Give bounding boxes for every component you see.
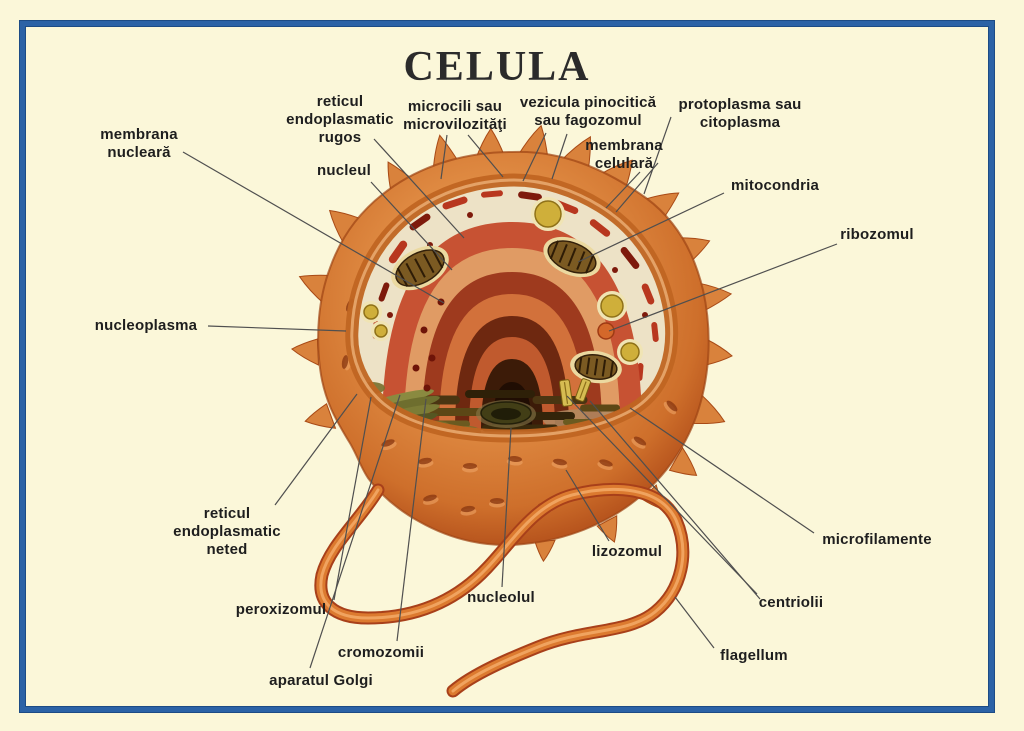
dimple xyxy=(553,458,567,466)
label-reticul-endoplasmatic-rugos: reticul endoplasmatic rugos xyxy=(286,93,394,146)
flagellum-tail xyxy=(314,482,690,698)
dimple xyxy=(490,498,504,504)
label-aparatul-golgi: aparatul Golgi xyxy=(269,672,373,689)
microvillus-spike xyxy=(290,338,319,366)
yellow-vesicle-icon xyxy=(374,324,388,338)
dimple xyxy=(508,455,522,463)
leader-line-mitocondria xyxy=(577,192,725,263)
label-microcili: microcili sau microvilozităţi xyxy=(403,98,507,133)
microvillus-spike xyxy=(304,403,337,429)
label-cromozomii: cromozomii xyxy=(337,644,425,661)
leader-line-nucleul xyxy=(370,181,453,271)
microvillus-spike xyxy=(705,338,733,366)
chromosome-spot xyxy=(412,364,420,372)
leader-line-centriolii xyxy=(589,400,761,600)
label-protoplasma-citoplasma: protoplasma sau citoplasma xyxy=(678,96,802,131)
cutaway-face xyxy=(345,173,679,443)
centriole-icon xyxy=(575,378,591,402)
label-nucleoplasma: nucleoplasma xyxy=(94,317,198,334)
centriole-icon xyxy=(558,379,574,407)
leader-line-aparatul-golgi xyxy=(309,394,401,669)
leader-line-membrana-nucleara xyxy=(182,151,445,304)
dimple xyxy=(666,400,678,412)
label-reticul-endoplasmatic-neted: reticul endoplasmatic neted xyxy=(173,505,281,558)
leader-line-microfilamente xyxy=(629,407,815,534)
leader-line-reticul-endoplasmatic-rugos xyxy=(373,138,465,239)
dimple xyxy=(599,459,613,467)
label-peroxizomul: peroxizomul xyxy=(235,601,327,618)
microvillus-spike xyxy=(534,539,556,563)
leader-line-peroxizomul xyxy=(333,396,372,601)
leader-line-nucleoplasma xyxy=(207,325,347,332)
leader-line-nucleolul xyxy=(501,427,512,588)
leader-line-vezicula-pinocitica xyxy=(551,133,568,180)
page-title: CELULA xyxy=(403,44,591,90)
chromosome-spot xyxy=(428,354,436,362)
chromosome-spot xyxy=(420,326,428,334)
yellow-vesicle-icon xyxy=(363,304,379,320)
leader-line-flagellum xyxy=(674,596,715,649)
label-lizozomul: lizozomul xyxy=(591,543,663,560)
leader-line-cromozomii xyxy=(396,398,427,642)
dimple xyxy=(341,355,349,369)
yellow-vesicle-icon xyxy=(620,342,640,362)
chromosome-spot xyxy=(423,384,431,392)
leader-line-protoplasma-citoplasma xyxy=(643,116,672,195)
leader-line-vezicula-pinocitica xyxy=(522,132,547,182)
label-mitocondria: mitocondria xyxy=(730,177,820,194)
label-vezicula-pinocitica: vezicula pinocitică sau fagozomul xyxy=(519,94,657,129)
label-nucleul: nucleul xyxy=(317,162,371,179)
mitochondrion-icon xyxy=(391,245,449,291)
label-flagellum: flagellum xyxy=(720,647,788,664)
leader-line-microcili xyxy=(467,134,504,178)
dimple xyxy=(418,457,432,465)
microvillus-spike xyxy=(328,209,362,245)
label-microfilamente: microfilamente xyxy=(822,531,932,548)
yellow-vesicle-icon xyxy=(534,200,562,228)
dimple xyxy=(423,494,437,502)
label-centriolii: centriolii xyxy=(758,594,824,611)
leader-line-lizozomul xyxy=(565,469,610,542)
label-membrana-nucleara: membrana nucleară xyxy=(100,126,178,161)
label-ribozomul: ribozomul xyxy=(840,226,914,243)
dimple xyxy=(381,439,395,447)
label-nucleolul: nucleolul xyxy=(467,589,535,606)
mitochondrion-icon xyxy=(543,236,601,278)
label-membrana-celulara: membrana celulară xyxy=(585,137,663,172)
microvillus-spike xyxy=(668,446,698,476)
leader-line-membrana-celulara xyxy=(605,171,641,209)
mitochondrion-icon xyxy=(570,350,622,384)
microvillus-spike xyxy=(517,124,549,160)
ribosome-icon xyxy=(597,322,615,340)
leader-line-centriolii xyxy=(566,395,758,595)
leader-line-membrana-celulara xyxy=(615,162,659,213)
leader-lines xyxy=(182,116,838,669)
leader-line-microcili xyxy=(440,134,448,180)
poster-border xyxy=(20,21,994,712)
dimple xyxy=(633,436,647,446)
leader-line-reticul-endoplasmatic-neted xyxy=(274,393,358,506)
leader-line-ribozomul xyxy=(608,243,838,332)
dimple xyxy=(463,463,477,469)
yellow-vesicle-icon xyxy=(600,294,624,318)
membrane-rim-highlight xyxy=(350,178,674,438)
dimple xyxy=(461,505,475,513)
